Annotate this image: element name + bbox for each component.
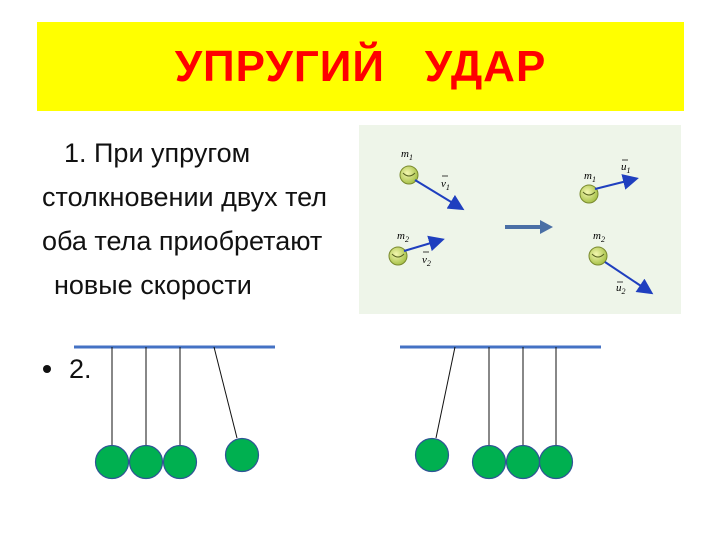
vector-v1 bbox=[414, 179, 465, 211]
ball-m2-before bbox=[388, 246, 408, 266]
text-line: 1. При упругом bbox=[64, 138, 251, 168]
cradle-ball bbox=[505, 444, 541, 480]
collision-diagram: m1 v1 m2 v2 m1 u1 m2 u2 bbox=[359, 125, 681, 314]
cradle-ball bbox=[414, 437, 450, 473]
bullet-text: 2. bbox=[69, 354, 92, 384]
cradle-string bbox=[213, 346, 238, 439]
text-line: оба тела приобретают bbox=[42, 226, 323, 256]
cradle-ball bbox=[471, 444, 507, 480]
label-m2-after: m2 bbox=[593, 230, 605, 244]
ball-m1-before bbox=[399, 165, 419, 185]
cradle-ball bbox=[94, 444, 130, 480]
ball-m1-after bbox=[579, 184, 599, 204]
bullet-item: 2. bbox=[43, 354, 92, 385]
newtons-cradle-left bbox=[74, 345, 275, 480]
vector-u1 bbox=[594, 174, 639, 190]
label-v2: v2 bbox=[422, 254, 431, 268]
ball-m2-after bbox=[588, 246, 608, 266]
label-u2: u2 bbox=[616, 282, 626, 296]
bullet-dot bbox=[43, 364, 51, 373]
title-banner: УПРУГИЙ УДАР bbox=[37, 22, 684, 111]
cradle-ball bbox=[162, 444, 198, 480]
vector-v2 bbox=[403, 235, 445, 252]
cradle-string bbox=[435, 346, 456, 439]
label-v1: v1 bbox=[441, 178, 450, 192]
text-line: новые скорости bbox=[54, 270, 252, 300]
label-u1: u1 bbox=[621, 161, 631, 175]
transition-arrow bbox=[505, 220, 553, 234]
vector-u2 bbox=[604, 261, 654, 295]
newtons-cradle-right bbox=[400, 345, 601, 480]
label-m2-before: m2 bbox=[397, 230, 409, 244]
text-line: столкновении двух тел bbox=[42, 182, 328, 212]
cradle-ball bbox=[224, 437, 260, 473]
cradle-ball bbox=[538, 444, 574, 480]
label-m1-before: m1 bbox=[401, 148, 413, 162]
label-m1-after: m1 bbox=[584, 170, 596, 184]
slide-title: УПРУГИЙ УДАР bbox=[174, 41, 547, 91]
cradle-ball bbox=[128, 444, 164, 480]
description-text: 1. При упругом столкновении двух тел оба… bbox=[42, 131, 327, 307]
